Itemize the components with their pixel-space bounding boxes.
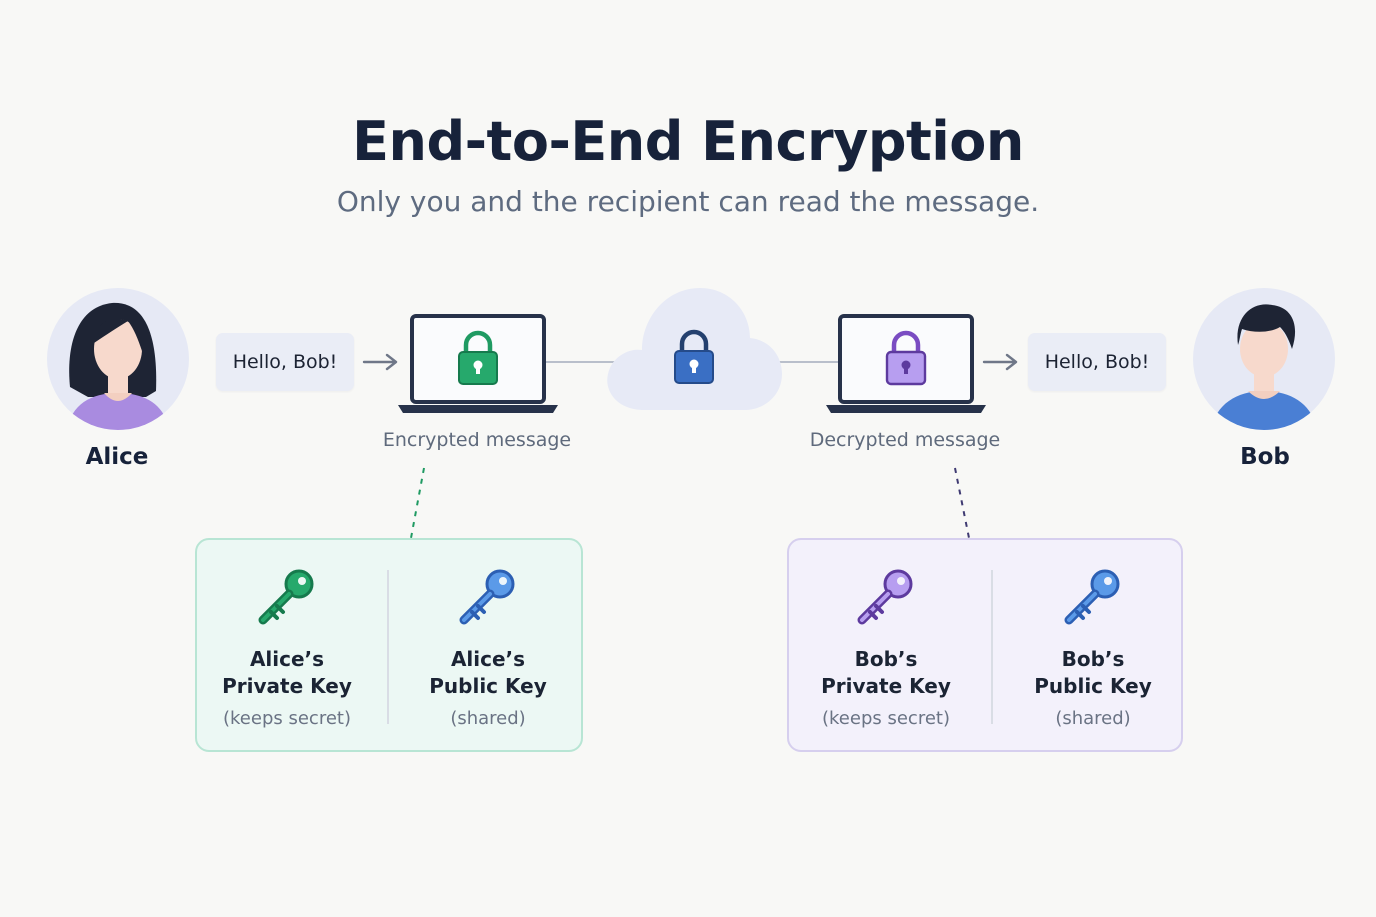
key-icon [459,569,515,625]
man-avatar-icon [1193,288,1335,430]
page-subtitle: Only you and the recipient can read the … [336,185,1040,218]
padlock-icon [674,329,714,384]
encrypted-caption: Encrypted message [382,429,572,451]
key-icon [857,569,913,625]
key-note: (shared) [450,708,526,729]
arrow-right-icon [362,353,398,371]
key-note: (shared) [1055,708,1131,729]
key-owner: Alice’s [450,647,526,671]
connector-line [770,361,842,363]
key-owner: Bob’s [854,647,918,671]
receiver-message: Hello, Bob! [1028,333,1166,391]
key-kind: Public Key [1034,674,1152,698]
divider [991,570,993,724]
laptop-icon [826,314,986,413]
key-owner: Alice’s [249,647,325,671]
sender-message: Hello, Bob! [216,333,354,391]
key-kind: Public Key [429,674,547,698]
key-owner: Bob’s [1061,647,1125,671]
cloud-icon [607,288,782,410]
decrypted-caption: Decrypted message [809,429,1001,451]
padlock-icon [885,330,927,386]
receiver-name: Bob [1240,444,1290,470]
padlock-icon [458,330,498,385]
dashed-connector [410,467,425,539]
key-kind: Private Key [222,674,352,698]
key-note: (keeps secret) [822,708,950,729]
divider [387,570,389,724]
laptop-icon [398,314,558,413]
woman-avatar-icon [47,288,189,430]
dashed-connector [954,467,970,539]
sender-name: Alice [85,444,149,470]
key-note: (keeps secret) [223,708,351,729]
key-icon [258,569,314,625]
connector-line [544,361,616,363]
arrow-right-icon [982,353,1018,371]
key-kind: Private Key [821,674,951,698]
key-icon [1064,569,1120,625]
page-title: End-to-End Encryption [352,110,1024,173]
